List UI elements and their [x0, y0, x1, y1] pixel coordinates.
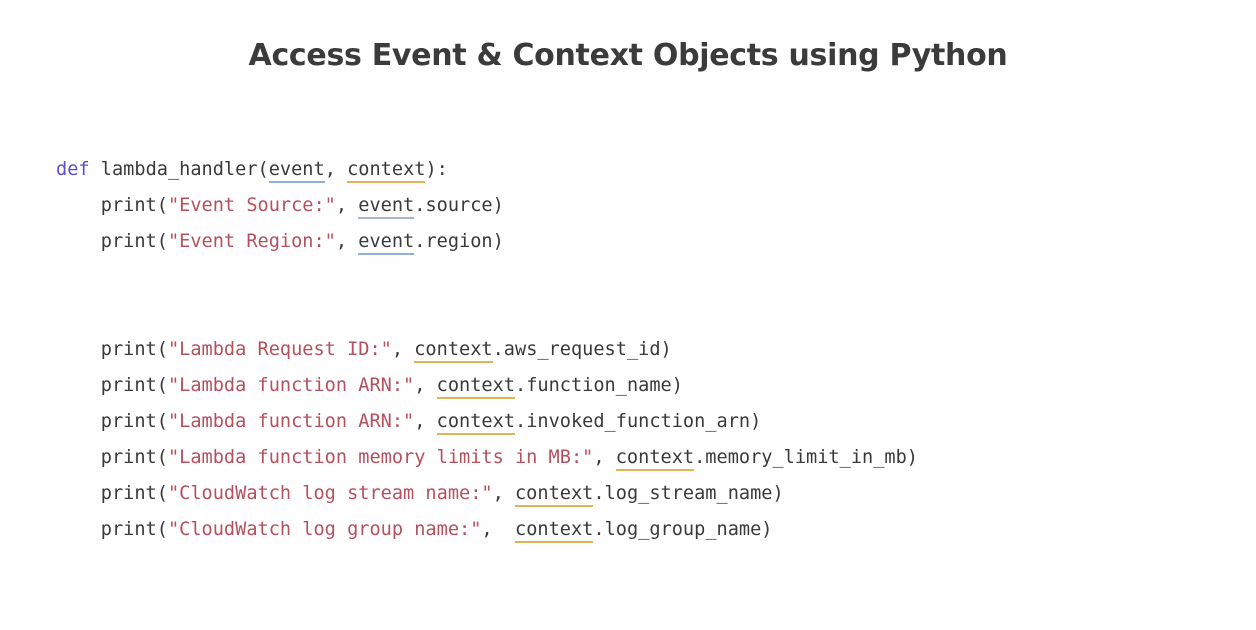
code-line: def lambda_handler(event, context): — [56, 152, 918, 188]
code-identifier-context: context — [515, 519, 594, 543]
code-text: print( — [56, 195, 168, 216]
code-text: .invoked_function_arn) — [515, 411, 762, 432]
code-line: print("Event Region:", event.region) — [56, 224, 918, 260]
code-text: print( — [56, 339, 168, 360]
code-line — [56, 260, 918, 296]
code-block: def lambda_handler(event, context): prin… — [56, 152, 918, 548]
code-identifier-context: context — [347, 159, 426, 183]
code-identifier-event: event — [358, 195, 415, 219]
code-text: , — [324, 159, 348, 180]
code-line: print("CloudWatch log group name:", cont… — [56, 512, 918, 548]
page-title: Access Event & Context Objects using Pyt… — [248, 38, 1008, 73]
code-text: print( — [56, 411, 168, 432]
code-line: print("Lambda function ARN:", context.in… — [56, 404, 918, 440]
code-string: "Event Region:" — [167, 231, 336, 252]
code-text: , — [414, 375, 437, 396]
code-text: , — [593, 447, 616, 468]
code-text: print( — [56, 519, 168, 540]
code-text: .function_name) — [515, 375, 683, 396]
code-text: .memory_limit_in_mb) — [694, 447, 918, 468]
code-line: print("Lambda Request ID:", context.aws_… — [56, 332, 918, 368]
code-text: print( — [56, 231, 168, 252]
code-text: print( — [56, 375, 168, 396]
code-text: ): — [425, 159, 448, 180]
code-text: .aws_request_id) — [492, 339, 672, 360]
code-identifier-context: context — [436, 375, 515, 399]
code-identifier-event: event — [268, 159, 325, 183]
code-keyword: def — [56, 159, 90, 180]
code-string: "CloudWatch log group name:" — [167, 519, 482, 540]
code-identifier-context: context — [615, 447, 695, 471]
code-text: , — [335, 231, 359, 252]
code-identifier-context: context — [414, 339, 493, 363]
code-text: .log_stream_name) — [593, 483, 784, 504]
code-text: .log_group_name) — [593, 519, 773, 540]
code-identifier-context: context — [514, 483, 594, 507]
code-text: , — [391, 339, 415, 360]
code-text: print( — [56, 483, 168, 504]
code-string: "Lambda function memory limits in MB:" — [167, 447, 594, 468]
code-text: print( — [56, 447, 168, 468]
code-string: "Lambda function ARN:" — [167, 411, 415, 432]
code-string: "Lambda Request ID:" — [167, 339, 392, 360]
code-identifier-event: event — [358, 231, 415, 255]
code-string: "CloudWatch log stream name:" — [167, 483, 493, 504]
code-text: lambda_handler( — [89, 159, 269, 180]
code-text: , — [492, 483, 515, 504]
code-line: print("Event Source:", event.source) — [56, 188, 918, 224]
code-text: , — [335, 195, 359, 216]
code-identifier-context: context — [436, 411, 515, 435]
code-string: "Lambda function ARN:" — [167, 375, 415, 396]
code-line — [56, 296, 918, 332]
code-text: .source) — [414, 195, 504, 216]
code-line: print("Lambda function memory limits in … — [56, 440, 918, 476]
code-string: "Event Source:" — [167, 195, 336, 216]
code-line: print("Lambda function ARN:", context.fu… — [56, 368, 918, 404]
code-text: .region) — [414, 231, 504, 252]
code-text: , — [414, 411, 437, 432]
code-text: , — [481, 519, 515, 540]
code-line: print("CloudWatch log stream name:", con… — [56, 476, 918, 512]
